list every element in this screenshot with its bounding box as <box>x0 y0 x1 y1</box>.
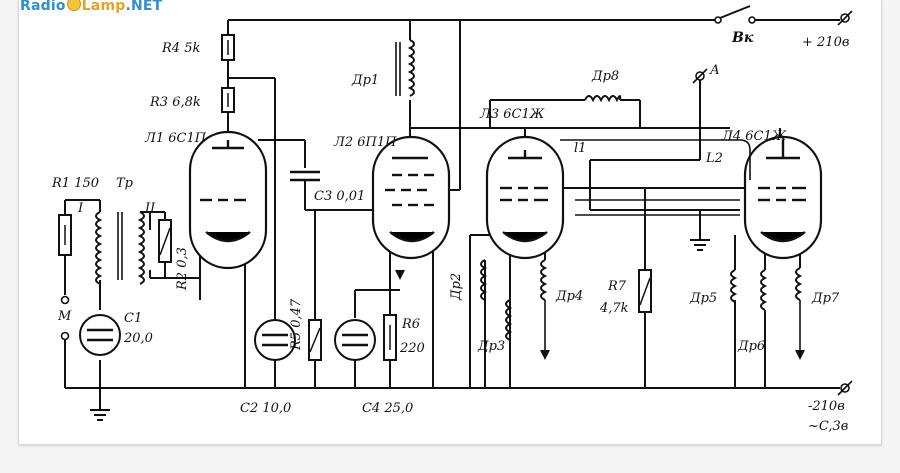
cores <box>117 42 801 350</box>
site-logo[interactable]: Radio Lamp.NET <box>20 0 162 15</box>
label-dr4: Др4 <box>555 289 583 304</box>
label-r4: R4 5k <box>161 41 200 56</box>
label-c4: C4 25,0 <box>362 401 413 416</box>
label-c2: C2 10,0 <box>240 401 291 416</box>
label-line-l2: L2 <box>705 151 723 166</box>
label-line-l1: l1 <box>574 141 586 156</box>
label-supply-plus: + 210в <box>802 35 849 50</box>
label-supply-minus: -210в <box>808 399 845 414</box>
label-winding-1: I <box>77 201 84 216</box>
label-r7: R7 <box>607 279 627 294</box>
label-filament: ~C,3в <box>808 419 848 434</box>
label-dr5: Др5 <box>689 291 717 306</box>
label-dr2: Др2 <box>449 273 464 301</box>
lamp-icon <box>66 0 81 11</box>
label-dr8: Др8 <box>591 69 619 84</box>
coils <box>95 39 803 341</box>
label-l4: Л4 6С1Ж <box>721 129 787 144</box>
label-c1: C1 <box>124 311 142 326</box>
ground-symbols <box>90 239 710 421</box>
label-l1: Л1 6С1П <box>144 131 207 146</box>
label-r2: R2 0,3 <box>175 247 190 291</box>
label-r7-value: 4,7k <box>599 301 629 316</box>
label-tr: Тр <box>116 176 134 191</box>
logo-text-net: .NET <box>125 0 163 14</box>
label-c3: C3 0,01 <box>314 189 365 204</box>
label-l2: Л2 6П1П <box>333 135 397 150</box>
capacitor-plates <box>87 170 368 347</box>
label-r3: R3 6,8k <box>149 95 201 110</box>
label-dr7: Др7 <box>811 291 840 306</box>
label-r1: R1 150 <box>51 176 99 191</box>
labels: R4 5k R3 6,8k Л1 6С1П R1 150 Тр I II R2 … <box>51 30 849 434</box>
resistor-marks <box>64 40 651 353</box>
capacitors <box>79 314 376 361</box>
logo-text-radio: Radio <box>20 0 66 14</box>
logo-text-lamp: Lamp <box>81 0 126 14</box>
label-r6-value: 220 <box>399 341 425 356</box>
wires <box>64 5 840 410</box>
label-l3: Л3 6С1Ж <box>479 107 545 122</box>
label-r6: R6 <box>401 317 420 332</box>
label-dr6: Др6 <box>737 339 765 354</box>
label-c1-value: 20,0 <box>123 331 153 346</box>
label-a: А <box>709 63 720 78</box>
tube-elements <box>200 140 806 243</box>
label-dr1: Др1 <box>351 73 379 88</box>
label-switch: Вк <box>731 30 754 46</box>
terminal-slashes <box>692 10 853 396</box>
long-line-l2 <box>560 139 751 216</box>
label-winding-2: II <box>144 201 156 216</box>
label-dr3: Др3 <box>477 339 505 354</box>
label-r5: R5 0,47 <box>289 298 304 351</box>
label-m: М <box>57 309 72 324</box>
terminals <box>60 13 850 393</box>
